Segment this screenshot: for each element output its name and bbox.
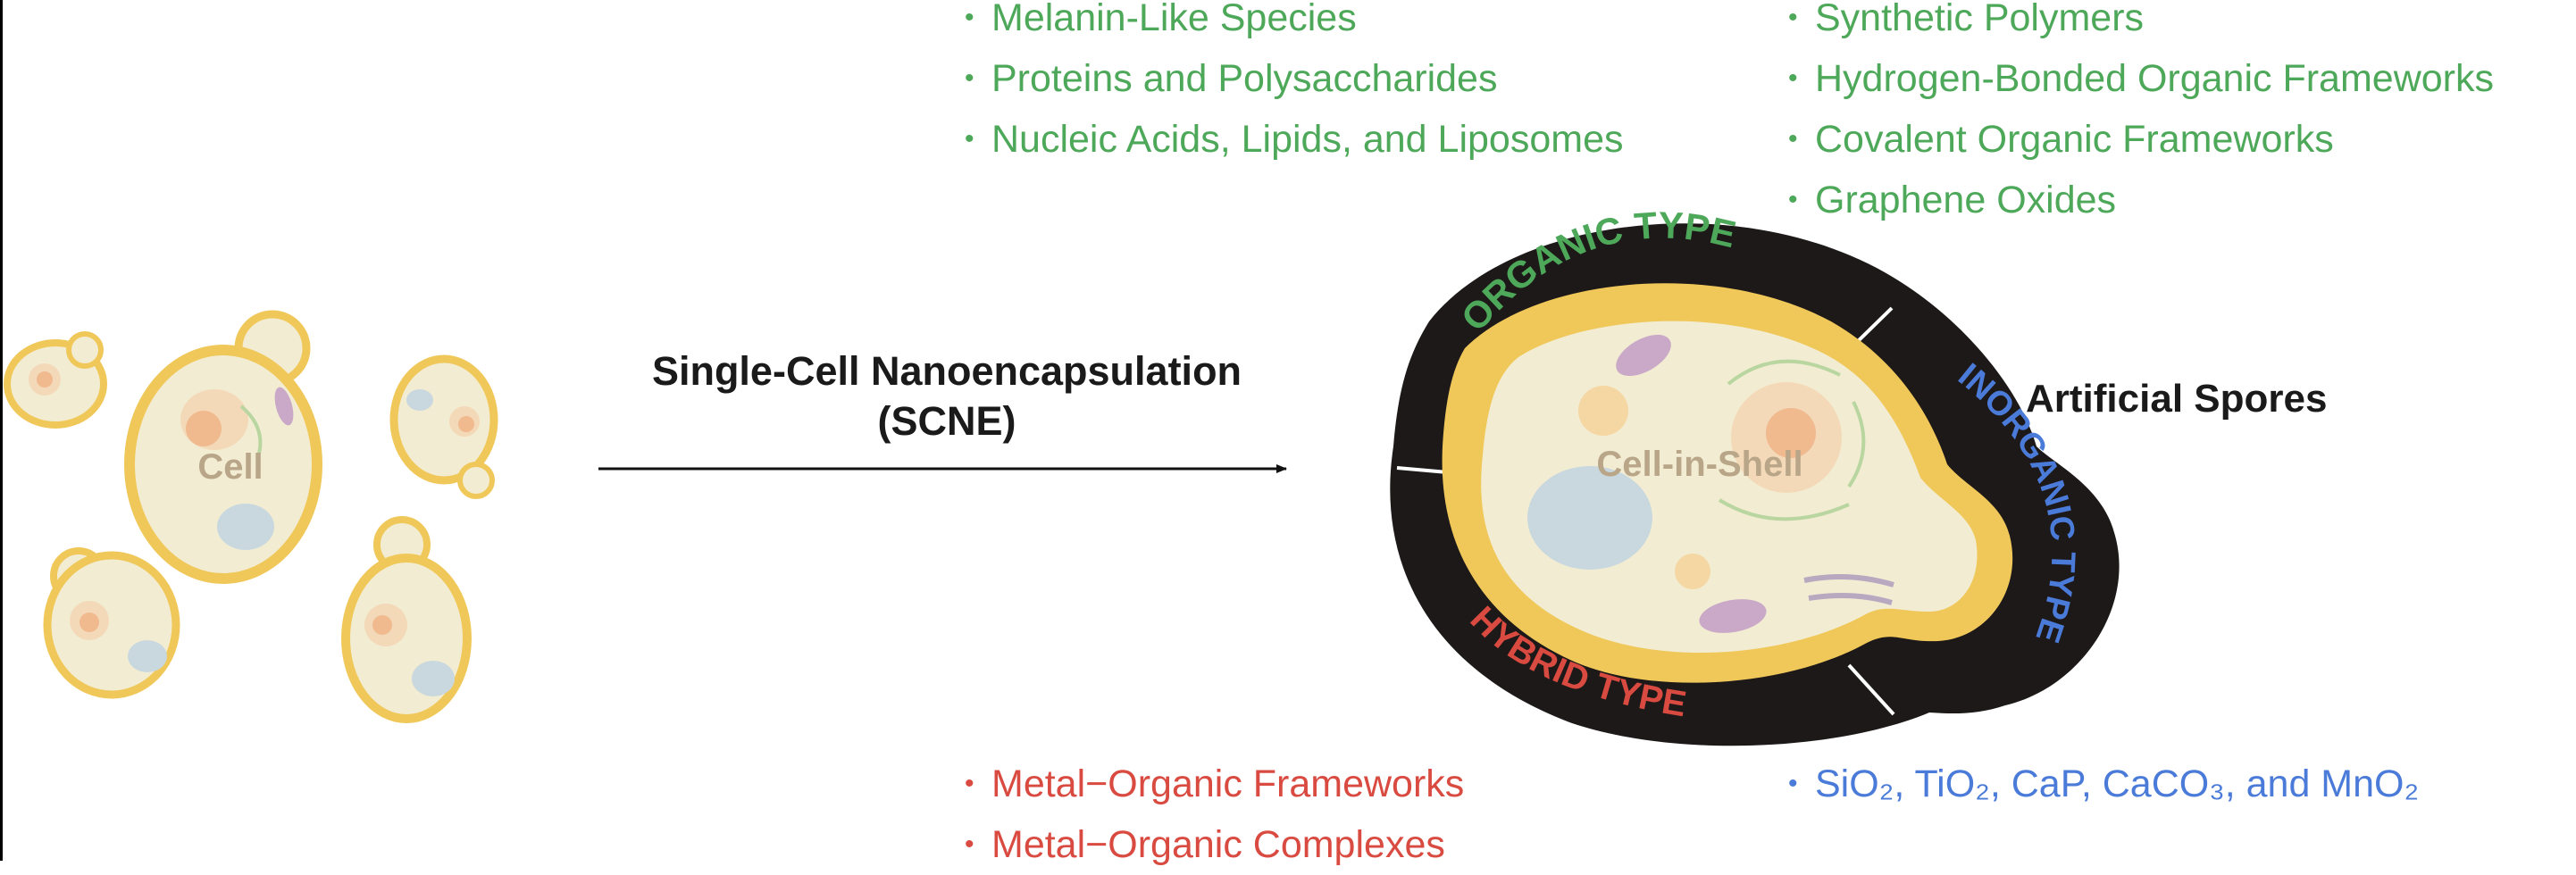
shell-divider	[1847, 663, 1895, 716]
organic-material-item: Nucleic Acids, Lipids, and Liposomes	[965, 109, 1623, 170]
organic-materials-list-1: Melanin-Like Species Proteins and Polysa…	[965, 0, 1623, 170]
hybrid-material-item: Metal−Organic Complexes	[965, 814, 1464, 875]
vesicle	[1675, 554, 1710, 589]
cell-in-shell-label: Cell-in-Shell	[1596, 445, 1802, 484]
er-membrane	[1727, 359, 1841, 386]
organic-material-item: Proteins and Polysaccharides	[965, 48, 1623, 109]
process-label: Single-Cell Nanoencapsulation (SCNE)	[554, 346, 1340, 446]
vesicle	[1578, 386, 1628, 436]
artificial-spores-label: Artificial Spores	[2026, 377, 2328, 421]
organic-materials-list-2: Synthetic Polymers Hydrogen-Bonded Organ…	[1788, 0, 2494, 230]
mitochondrion	[1699, 599, 1767, 633]
er-membrane	[1847, 401, 1866, 488]
yeast-cell-small-2	[389, 354, 498, 499]
process-label-line1: Single-Cell Nanoencapsulation	[651, 348, 1242, 394]
artificial-spore: Cell-in-Shell ORGANIC TYPE HYBRID TYPE I…	[1390, 204, 2120, 746]
golgi	[1803, 574, 1894, 605]
yeast-cell-small-3	[43, 547, 180, 699]
yeast-cell-small-1	[4, 331, 107, 429]
inorganic-material-item: SiO₂, TiO₂, CaP, CaCO₃, and MnO₂	[1788, 754, 2419, 814]
mitochondrion	[1616, 334, 1671, 377]
organic-material-item: Synthetic Polymers	[1788, 0, 2494, 48]
er-membrane	[1718, 498, 1850, 521]
cell-label: Cell	[197, 447, 263, 487]
organic-material-item: Covalent Organic Frameworks	[1788, 109, 2494, 170]
hybrid-materials-list: Metal−Organic Frameworks Metal−Organic C…	[965, 754, 1464, 875]
process-label-line2: (SCNE)	[877, 398, 1016, 444]
organic-material-item: Melanin-Like Species	[965, 0, 1623, 48]
nucleolus	[1766, 408, 1816, 458]
organic-material-item: Hydrogen-Bonded Organic Frameworks	[1788, 48, 2494, 109]
left-border-line	[0, 0, 3, 861]
inorganic-materials-list: SiO₂, TiO₂, CaP, CaCO₃, and MnO₂	[1788, 754, 2419, 814]
vacuole	[1527, 466, 1652, 570]
yeast-cell-main	[124, 310, 322, 584]
yeast-cell-small-4	[341, 516, 472, 723]
organic-material-item: Graphene Oxides	[1788, 170, 2494, 230]
hybrid-material-item: Metal−Organic Frameworks	[965, 754, 1464, 814]
